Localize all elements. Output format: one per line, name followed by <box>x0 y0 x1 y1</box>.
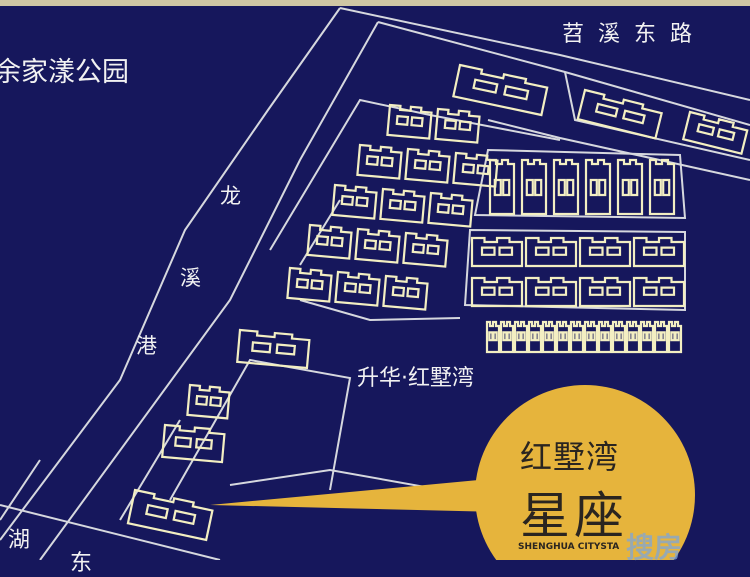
inner-road-2 <box>169 358 352 501</box>
north-divider <box>564 71 750 161</box>
road-south-label-char: 湖 <box>8 528 31 553</box>
river-label-char: 溪 <box>180 266 201 290</box>
bottom-inner <box>119 419 181 521</box>
building-footprint <box>452 63 549 117</box>
building-footprint <box>578 276 632 308</box>
river-east-bank <box>39 21 379 560</box>
project-label: 升华·红墅湾 <box>357 366 474 391</box>
top-strip <box>0 0 750 6</box>
connector <box>299 299 461 322</box>
river-label-char: 港 <box>136 334 157 358</box>
east-block-1 <box>473 148 687 220</box>
building-footprint <box>583 320 599 354</box>
building-footprint <box>488 158 516 216</box>
east-block-2 <box>463 228 686 312</box>
building-footprint <box>597 320 613 354</box>
road-north-label: 苕溪东路 <box>562 22 707 47</box>
building-footprint <box>386 103 433 140</box>
park-label: 余家漾公园 <box>0 57 129 88</box>
building-footprint <box>632 276 686 308</box>
building-footprint <box>356 143 403 180</box>
building-footprint <box>524 236 578 268</box>
building-footprint <box>513 320 529 354</box>
building-footprint <box>354 227 401 264</box>
building-footprint <box>379 187 426 224</box>
site-west-boundary <box>269 98 561 251</box>
south-road <box>0 504 221 560</box>
building-footprint <box>402 231 449 268</box>
building-footprint <box>434 107 481 144</box>
building-footprint <box>452 151 499 188</box>
road-south-label-char: 东 <box>70 551 93 576</box>
building-footprint <box>485 320 501 354</box>
callout-title: 红墅湾 <box>520 438 620 476</box>
river-west-bank <box>0 7 341 541</box>
building-footprint <box>126 488 214 542</box>
north-divider-2 <box>487 119 750 181</box>
building-footprint <box>306 223 353 260</box>
building-footprint <box>584 158 612 216</box>
watermark-logo: 搜房 <box>626 531 683 564</box>
south-road-2 <box>0 459 41 521</box>
building-footprint <box>520 158 548 216</box>
callout-circle <box>475 385 695 560</box>
building-footprint <box>499 320 515 354</box>
road-lines <box>0 7 750 560</box>
building-footprint <box>382 274 429 311</box>
callout-pointer <box>210 478 500 512</box>
building-footprint <box>667 320 683 354</box>
building-footprint <box>625 320 641 354</box>
site-plan-map <box>0 7 750 560</box>
building-footprint <box>648 158 676 216</box>
building-footprint <box>470 276 524 308</box>
buildings <box>126 63 749 542</box>
building-footprint <box>616 158 644 216</box>
callout-english: SHENGHUA CITYSTA <box>518 542 620 552</box>
building-footprint <box>524 276 578 308</box>
building-footprint <box>404 147 451 184</box>
building-footprint <box>555 320 571 354</box>
building-footprint <box>334 270 381 307</box>
building-footprint <box>653 320 669 354</box>
building-footprint <box>639 320 655 354</box>
building-footprint <box>427 191 474 228</box>
building-footprint <box>578 236 632 268</box>
building-footprint <box>681 110 749 156</box>
building-footprint <box>569 320 585 354</box>
building-footprint <box>552 158 580 216</box>
building-footprint <box>576 88 663 140</box>
callout-subtitle: 星座 <box>520 487 628 545</box>
building-footprint <box>470 236 524 268</box>
building-footprint <box>236 328 311 370</box>
building-footprint <box>541 320 557 354</box>
building-footprint <box>331 183 378 220</box>
building-footprint <box>186 383 231 420</box>
building-footprint <box>527 320 543 354</box>
building-footprint <box>286 266 333 303</box>
building-footprint <box>611 320 627 354</box>
building-footprint <box>632 236 686 268</box>
river-label-char: 龙 <box>220 184 241 208</box>
road-north-edge <box>339 7 750 101</box>
building-footprint <box>161 423 226 464</box>
